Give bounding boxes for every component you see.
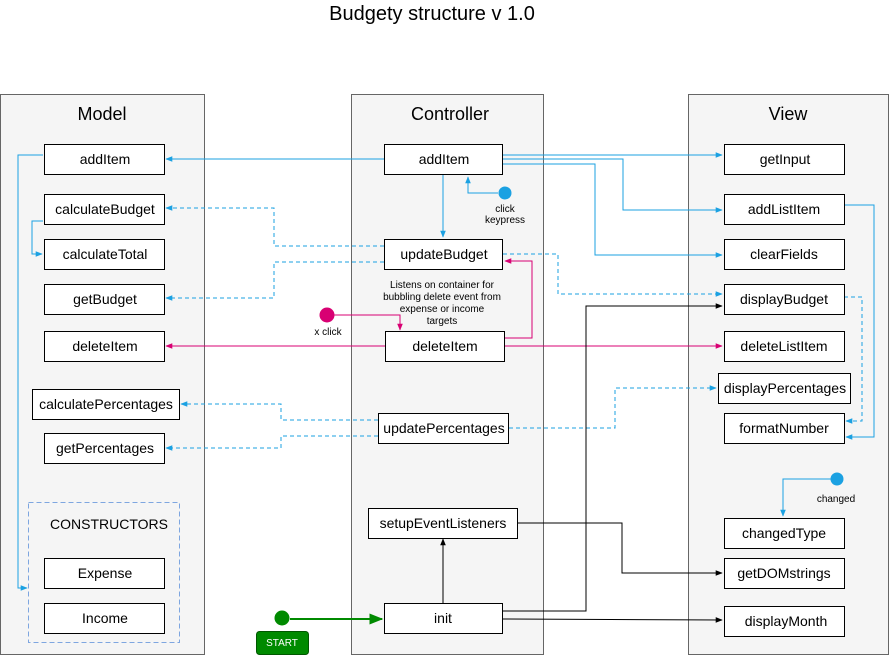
diagram-title: Budgety structure v 1.0 xyxy=(329,3,535,25)
view-displaybudget-label: displayBudget xyxy=(740,291,828,307)
model-calculatepercentages[interactable]: calculatePercentages xyxy=(32,389,180,420)
start-dot xyxy=(274,610,290,626)
model-getpercentages-label: getPercentages xyxy=(56,440,154,456)
view-addlistitem[interactable]: addListItem xyxy=(724,194,845,225)
edge-displaybudget-to-formatnumber xyxy=(844,296,863,424)
model-deleteitem[interactable]: deleteItem xyxy=(44,331,165,362)
note-line3: expense or income xyxy=(400,304,485,315)
model-additem[interactable]: addItem xyxy=(44,144,165,175)
view-displaymonth[interactable]: displayMonth xyxy=(724,606,845,637)
ctrl-deleteitem[interactable]: deleteItem xyxy=(385,331,505,362)
model-expense-label: Expense xyxy=(78,565,133,581)
view-getdomstrings-label: getDOMstrings xyxy=(737,565,830,581)
view-clearfields-label: clearFields xyxy=(750,246,818,262)
ctrl-additem-label: addItem xyxy=(419,151,470,167)
lane-controller: Controller xyxy=(351,94,544,655)
view-displaypercentages-label: displayPercentages xyxy=(724,380,846,396)
click-label: click xyxy=(495,204,515,215)
view-getinput[interactable]: getInput xyxy=(724,144,845,175)
ctrl-additem[interactable]: addItem xyxy=(384,144,503,175)
event-changed: changed xyxy=(817,472,855,505)
edge-setup-to-getdomstrings xyxy=(518,522,723,576)
event-start[interactable]: START xyxy=(256,610,309,655)
lane-view-title: View xyxy=(769,104,809,124)
edge-click-to-additem xyxy=(465,176,498,194)
view-addlistitem-label: addListItem xyxy=(748,201,820,217)
edge-calcbudget-to-calctotal xyxy=(31,220,43,257)
edge-changed-to-changedtype xyxy=(780,478,837,517)
ctrl-updatepercentages[interactable]: updatePercentages xyxy=(378,413,509,444)
ctrl-deleteitem-label: deleteItem xyxy=(412,338,477,354)
view-deletelistitem-label: deleteListItem xyxy=(740,338,827,354)
model-calculatetotal-label: calculateTotal xyxy=(63,246,148,262)
note-line4: targets xyxy=(427,316,458,327)
start-label: START xyxy=(266,638,298,649)
lane-controller-title: Controller xyxy=(411,104,489,124)
model-income-label: Income xyxy=(82,610,128,626)
view-changedtype-label: changedType xyxy=(742,525,826,541)
ctrl-init[interactable]: init xyxy=(384,603,503,634)
ctrl-setupeventlisteners-label: setupEventListeners xyxy=(380,515,507,531)
ctrl-updatebudget[interactable]: updateBudget xyxy=(384,239,503,270)
view-displaybudget[interactable]: displayBudget xyxy=(724,284,845,315)
edge-addlistitem-to-formatnumber xyxy=(844,204,875,440)
model-calculatetotal[interactable]: calculateTotal xyxy=(44,239,165,270)
edge-deleteitem-to-updatebudget xyxy=(504,258,533,339)
model-calculatepercentages-label: calculatePercentages xyxy=(39,396,173,412)
edge-model-additem-to-constructors xyxy=(17,154,43,591)
constructors-group xyxy=(28,502,180,643)
model-getbudget[interactable]: getBudget xyxy=(44,284,165,315)
ctrl-updatepercentages-label: updatePercentages xyxy=(383,420,504,436)
model-getpercentages[interactable]: getPercentages xyxy=(44,433,165,464)
model-income[interactable]: Income xyxy=(44,603,165,634)
edge-init-to-displaybudget xyxy=(503,303,723,612)
click-keypress-dot xyxy=(498,186,512,200)
x-click-dot xyxy=(319,307,335,323)
event-x-click: x click xyxy=(314,307,343,338)
view-changedtype[interactable]: changedType xyxy=(724,518,845,549)
changed-dot xyxy=(830,472,844,486)
view-displaypercentages[interactable]: displayPercentages xyxy=(718,373,851,404)
view-getinput-label: getInput xyxy=(760,151,811,167)
model-additem-label: addItem xyxy=(80,151,131,167)
model-calculatebudget[interactable]: calculateBudget xyxy=(44,194,165,225)
changed-label: changed xyxy=(817,494,855,505)
view-getdomstrings[interactable]: getDOMstrings xyxy=(724,558,845,589)
event-click-keypress: click keypress xyxy=(485,186,525,226)
edge-init-to-displaymonth xyxy=(502,617,723,623)
edge-updatepct-to-displaypct xyxy=(509,385,717,429)
view-clearfields[interactable]: clearFields xyxy=(724,239,845,270)
edge-additem-to-addlistitem xyxy=(503,158,723,213)
model-calculatebudget-label: calculateBudget xyxy=(55,201,155,217)
delete-listener-note: Listens on container for bubbling delete… xyxy=(383,280,501,327)
ctrl-init-label: init xyxy=(434,610,452,626)
model-getbudget-label: getBudget xyxy=(73,291,137,307)
ctrl-updatebudget-label: updateBudget xyxy=(400,246,487,262)
model-expense[interactable]: Expense xyxy=(44,558,165,589)
lane-model-title: Model xyxy=(77,104,126,124)
keypress-label: keypress xyxy=(485,215,525,226)
view-displaymonth-label: displayMonth xyxy=(745,613,828,629)
view-formatnumber[interactable]: formatNumber xyxy=(724,413,845,444)
model-deleteitem-label: deleteItem xyxy=(72,338,137,354)
note-line1: Listens on container for xyxy=(390,280,495,291)
edge-additem-to-clearfields xyxy=(503,163,723,258)
constructors-label: CONSTRUCTORS xyxy=(50,516,168,532)
view-deletelistitem[interactable]: deleteListItem xyxy=(724,331,845,362)
ctrl-setupeventlisteners[interactable]: setupEventListeners xyxy=(368,508,518,539)
edge-updatebudget-to-calcbudget xyxy=(165,205,384,247)
edge-updatebudget-to-displaybudget xyxy=(503,253,723,297)
edge-xclick-to-deleteitem xyxy=(328,314,403,331)
edge-updatepct-to-calcpct xyxy=(180,401,378,421)
note-line2: bubbling delete event from xyxy=(383,292,501,303)
x-click-label: x click xyxy=(314,327,342,338)
edge-updatebudget-to-getbudget xyxy=(165,261,384,301)
view-formatnumber-label: formatNumber xyxy=(739,420,829,436)
